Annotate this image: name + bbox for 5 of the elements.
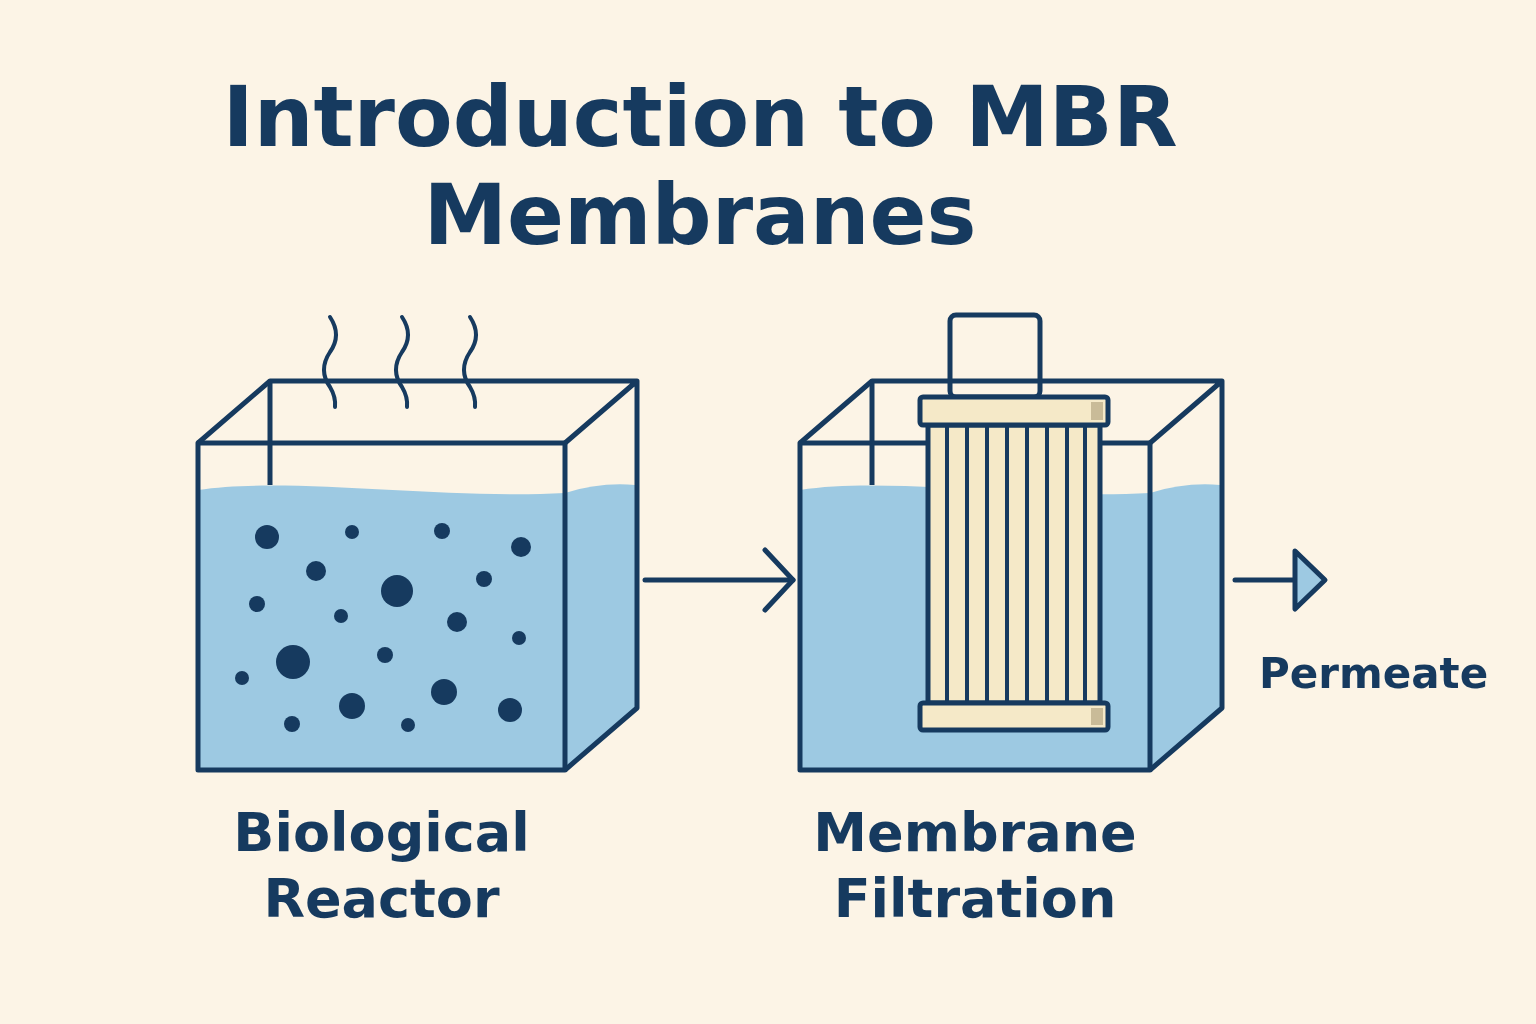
arrow (1232, 548, 1328, 612)
tank-label: Biological Reactor (232, 800, 531, 932)
tank-label: Membrane Filtration (812, 800, 1138, 932)
title: Introduction to MBR Membranes (221, 68, 1179, 264)
arrow (642, 547, 796, 613)
